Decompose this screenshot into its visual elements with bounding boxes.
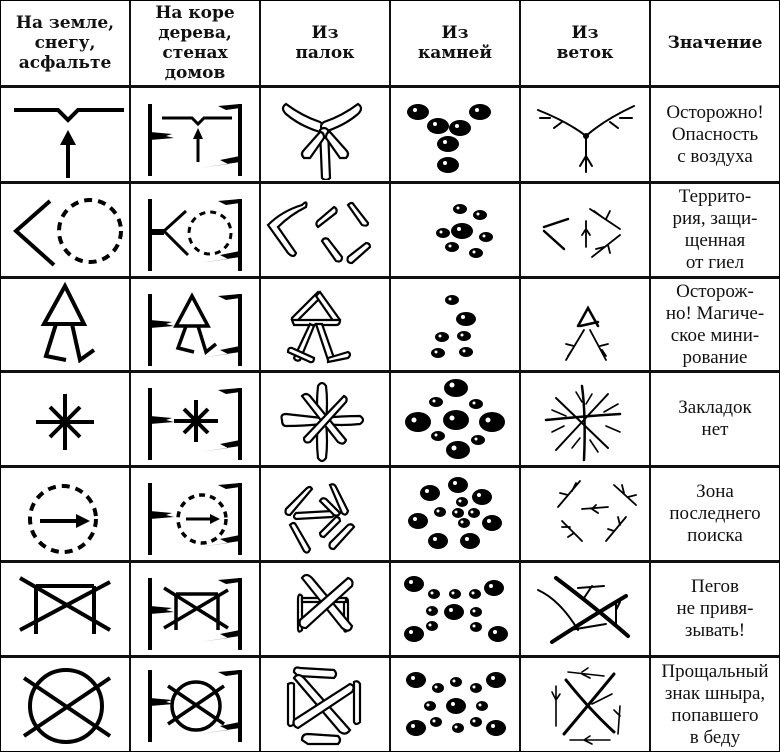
row4-ground (1, 373, 131, 468)
bark-crossed-circle-icon (148, 669, 242, 742)
sticks-triangle-legs-icon (286, 289, 352, 363)
row3-sticks (261, 279, 391, 373)
header-stones-label: Из камней (418, 23, 492, 63)
row4-meaning: Закладок нет (651, 373, 779, 468)
header-ground: На земле, снегу, асфальте (1, 1, 131, 88)
branches-triangle-legs-icon (565, 304, 609, 361)
triangle-legs-icon (40, 281, 96, 363)
row7-sticks (261, 658, 391, 751)
row6-branches (521, 563, 651, 658)
sticks-arrow-circle-icon (284, 483, 356, 554)
meaning-protected-territory: Террито- рия, защи- щенная от гиел (672, 186, 758, 273)
row2-ground (1, 184, 131, 279)
row7-branches (521, 658, 651, 751)
header-stones: Из камней (391, 1, 521, 88)
row5-stones (391, 468, 521, 563)
meaning-last-search-zone: Зона последнего поиска (669, 481, 761, 546)
row6-bark (131, 563, 261, 658)
row3-meaning: Осторож- но! Магиче- ское мини- рование (651, 279, 779, 373)
row6-stones (391, 563, 521, 658)
row3-stones (391, 279, 521, 373)
row5-sticks (261, 468, 391, 563)
sticks-arrow-icon (281, 102, 363, 180)
row1-bark (131, 88, 261, 184)
branches-arrow-circle-icon (557, 480, 637, 542)
branches-arrow-icon (537, 104, 635, 173)
row7-meaning: Прощальный знак шныра, попавшего в беду (651, 658, 779, 751)
crossed-circle-icon (22, 667, 112, 744)
row1-ground (1, 88, 131, 184)
header-meaning-label: Значение (667, 33, 763, 53)
asterisk-icon (36, 394, 94, 450)
crossed-frame-icon (18, 576, 112, 634)
header-meaning: Значение (651, 1, 779, 88)
row1-sticks (261, 88, 391, 184)
row5-meaning: Зона последнего поиска (651, 468, 779, 563)
row2-bark (131, 184, 261, 279)
stones-crossed-circle-icon (406, 671, 506, 736)
header-branches: Из веток (521, 1, 651, 88)
meaning-no-caches: Закладок нет (678, 397, 752, 440)
row7-stones (391, 658, 521, 751)
stones-triangle-legs-icon (431, 294, 476, 358)
bark-frame (148, 103, 242, 176)
row7-bark (131, 658, 261, 751)
branches-asterisk-icon (544, 384, 622, 462)
stones-angle-circle-icon (436, 204, 493, 258)
meaning-danger-air: Осторожно! Опасность с воздуха (666, 101, 764, 167)
branches-angle-circle-icon (542, 208, 621, 258)
arrow-up-bent-line-icon (14, 107, 124, 178)
stones-crossed-frame-icon (404, 576, 508, 642)
row1-branches (521, 88, 651, 184)
row6-ground (1, 563, 131, 658)
header-bark-label: На коре дерева, стенах домов (155, 3, 235, 83)
meaning-do-not-tie-pegs: Пегов не привя- зывать! (676, 576, 754, 641)
row5-ground (1, 468, 131, 563)
row4-sticks (261, 373, 391, 468)
row2-meaning: Террито- рия, защи- щенная от гиел (651, 184, 779, 279)
header-sticks: Из палок (261, 1, 391, 88)
row4-branches (521, 373, 651, 468)
bark-arrow-dashed-circle-icon (148, 483, 242, 555)
row3-ground (1, 279, 131, 373)
header-sticks-label: Из палок (295, 23, 355, 63)
sticks-crossed-circle-icon (286, 665, 362, 745)
branches-crossed-circle-icon (551, 666, 621, 745)
arrow-dashed-circle-icon (28, 484, 98, 554)
row2-stones (391, 184, 521, 279)
row7-ground (1, 658, 131, 751)
header-branches-label: Из веток (556, 23, 614, 63)
row5-bark (131, 468, 261, 563)
sticks-angle-circle-icon (266, 201, 372, 265)
angle-dashed-circle-icon (12, 198, 123, 267)
row1-meaning: Осторожно! Опасность с воздуха (651, 88, 779, 184)
header-bark: На коре дерева, стенах домов (131, 1, 261, 88)
row2-branches (521, 184, 651, 279)
bark-asterisk-icon (148, 388, 242, 460)
row4-bark (131, 373, 261, 468)
stones-asterisk-icon (405, 379, 505, 459)
meaning-farewell-sign: Прощальный знак шныра, попавшего в беду (661, 660, 769, 748)
sticks-asterisk-icon (280, 381, 365, 463)
bark-arrow-up-bent-line-icon (148, 103, 242, 176)
header-ground-label: На земле, снегу, асфальте (15, 13, 115, 73)
row2-sticks (261, 184, 391, 279)
row4-stones (391, 373, 521, 468)
stones-arrow-circle-icon (408, 477, 502, 549)
bark-crossed-frame-icon (148, 578, 242, 650)
bark-triangle-legs-icon (148, 291, 242, 366)
row3-branches (521, 279, 651, 373)
branches-crossed-frame-icon (537, 576, 630, 644)
row3-bark (131, 279, 261, 373)
meaning-magic-mining: Осторож- но! Магиче- ское мини- рование (665, 280, 765, 368)
row5-branches (521, 468, 651, 563)
sticks-crossed-frame-icon (296, 573, 354, 633)
row1-stones (391, 88, 521, 184)
bark-angle-dashed-circle-icon (148, 199, 242, 271)
row6-meaning: Пегов не привя- зывать! (651, 563, 779, 658)
row6-sticks (261, 563, 391, 658)
stones-arrow-icon (407, 103, 491, 173)
